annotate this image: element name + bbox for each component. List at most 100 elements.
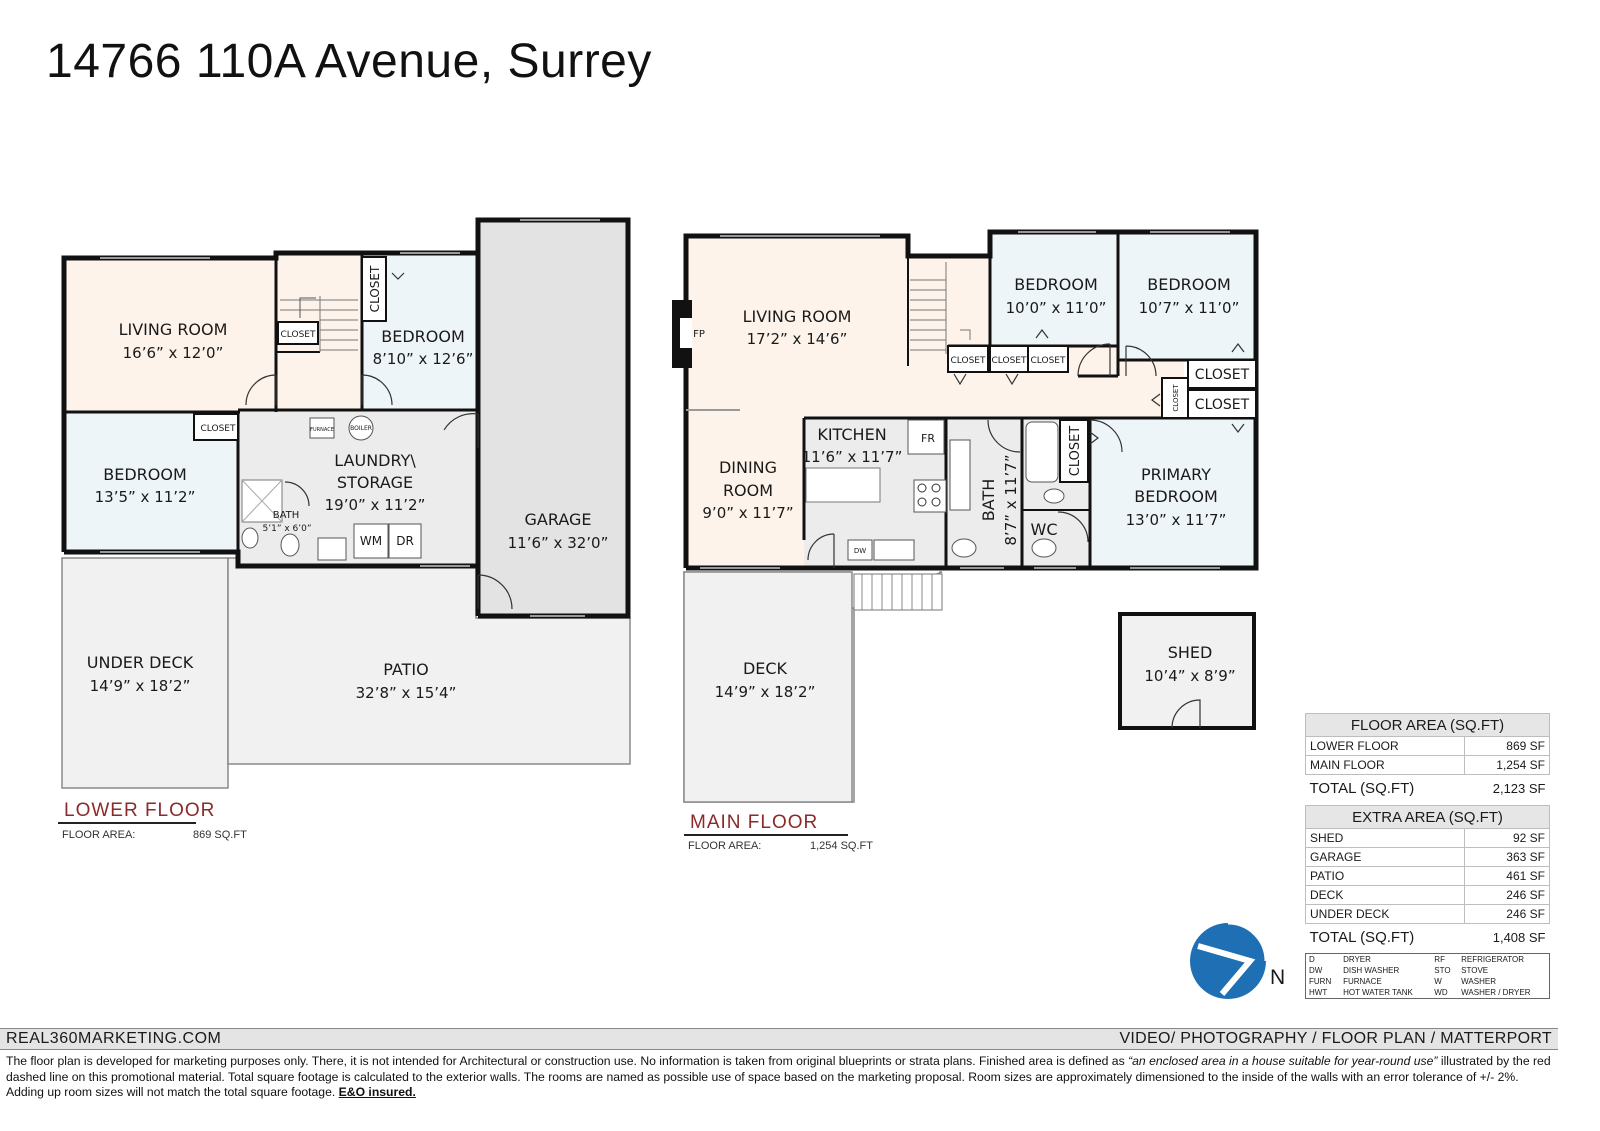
fireplace-inner	[680, 318, 692, 348]
under-deck-name: UNDER DECK	[87, 653, 194, 672]
main-floor-area-label: FLOOR AREA:	[688, 840, 762, 852]
under-deck-dims: 14’9” x 18’2”	[90, 677, 191, 695]
row-label: GARAGE	[1305, 847, 1465, 867]
lower-bath-dims: 5’1” x 6’0”	[263, 524, 312, 534]
lower-floor-plan	[61, 217, 631, 789]
deck-stairs	[853, 573, 943, 611]
lower-bedroom-a-name: BEDROOM	[381, 327, 465, 346]
lower-laundry-name-1: LAUNDRY\	[334, 451, 416, 470]
lower-floor-area-label: FLOOR AREA:	[62, 829, 136, 841]
shed-area	[1118, 612, 1256, 730]
main-living-fill	[686, 236, 908, 418]
main-closet-label: CLOSET	[951, 356, 986, 366]
furnace-icon	[309, 417, 335, 439]
shed-dims: 10’4” x 8’9”	[1144, 667, 1235, 685]
lower-living-room-name: LIVING ROOM	[119, 320, 228, 339]
legend-abbr: FURN	[1309, 977, 1332, 986]
footer-services: VIDEO/ PHOTOGRAPHY / FLOOR PLAN / MATTER…	[1119, 1030, 1552, 1047]
disclaimer-part-2: illustrated by the red dashed line on th…	[6, 1054, 1551, 1099]
legend-term: DRYER	[1343, 955, 1371, 964]
shower-line	[241, 479, 283, 523]
lower-floor-area: FLOOR AREA:869 SQ.FT	[62, 829, 247, 841]
main-floor-underline	[684, 834, 848, 836]
lower-laundry-dims: 19’0” x 11’2”	[325, 496, 426, 514]
dining-dims: 9’0” x 11’7”	[702, 504, 793, 522]
fridge-label: FR	[921, 432, 935, 445]
main-floor-label: MAIN FLOOR	[690, 812, 819, 833]
door-swings	[245, 272, 513, 610]
main-room-labels: LIVING ROOM 17’2” x 14’6” BEDROOM 10’0” …	[693, 275, 1250, 701]
row-value: 461 SF	[1463, 866, 1551, 886]
row-value: 869 SF	[1463, 736, 1551, 756]
legend-term: FURNACE	[1343, 977, 1382, 986]
main-floor-area-value: 1,254 SQ.FT	[810, 840, 873, 852]
lower-bedroom-a-dims: 8’10” x 12’6”	[373, 350, 474, 368]
dining-name-1: DINING	[719, 458, 777, 477]
lower-closet-label: CLOSET	[201, 424, 236, 434]
main-bedroom-b-name: BEDROOM	[1147, 275, 1231, 294]
burner	[931, 483, 941, 493]
bathtub-icon	[1025, 421, 1059, 483]
main-closet-label: CLOSET	[1172, 384, 1180, 412]
legend-abbr: HWT	[1309, 988, 1328, 997]
patio-name: PATIO	[383, 660, 428, 679]
legend-term: HOT WATER TANK	[1343, 988, 1413, 997]
lower-closet-box	[277, 321, 319, 345]
fireplace-label: FP	[693, 329, 705, 340]
legend-abbr: RF	[1434, 955, 1445, 964]
patio-dims: 32’8” x 15’4”	[356, 684, 457, 702]
row-label: DECK	[1305, 885, 1465, 905]
main-door-swings	[807, 329, 1245, 568]
row-value: 1,254 SF	[1463, 755, 1551, 775]
primary-name-1: PRIMARY	[1141, 465, 1211, 484]
row-label: LOWER FLOOR	[1305, 736, 1465, 756]
lower-closet-label: CLOSET	[368, 265, 382, 312]
main-floor-plan	[672, 229, 1259, 803]
laundry-sink-icon	[317, 537, 347, 561]
dryer-label: DR	[396, 534, 414, 548]
floor-area-header: FLOOR AREA (SQ.FT)	[1305, 713, 1550, 737]
legend-term: WASHER / DRYER	[1461, 988, 1531, 997]
disclaimer-insured: E&O insured.	[338, 1085, 416, 1099]
total-value: 1,408 SF	[1492, 930, 1546, 945]
burner	[931, 497, 941, 507]
main-primary-fill	[1090, 418, 1256, 568]
legend-term: DISH WASHER	[1343, 966, 1400, 975]
main-living-room-dims: 17’2” x 14’6”	[747, 330, 848, 348]
under-deck-area	[61, 557, 229, 789]
stove-icon	[913, 479, 947, 513]
wc-name: WC	[1031, 520, 1058, 539]
lower-living-room-dims: 16’6” x 12’0”	[123, 344, 224, 362]
lower-bath-name: BATH	[273, 510, 300, 521]
shed-name: SHED	[1168, 643, 1213, 662]
row-label: PATIO	[1305, 866, 1465, 886]
row-value: 246 SF	[1463, 904, 1551, 924]
main-closet-label: CLOSET	[1031, 356, 1066, 366]
main-dining-fill	[686, 418, 804, 568]
footer-website-link[interactable]: REAL360MARKETING.COM	[6, 1030, 222, 1047]
washer-icon	[353, 523, 389, 559]
row-value: 92 SF	[1463, 828, 1551, 848]
main-closets	[947, 345, 1257, 483]
shed-door	[1171, 699, 1201, 729]
lower-laundry-name-2: STORAGE	[337, 473, 413, 492]
main-bath-dims: 8’7” x 11’7”	[1002, 454, 1020, 545]
main-bath-name: BATH	[979, 479, 998, 521]
lower-bedroom-b-dims: 13’5” x 11’2”	[95, 488, 196, 506]
boiler-label: BOILER	[350, 425, 372, 432]
main-living-room-name: LIVING ROOM	[743, 307, 852, 326]
lower-closet-box	[193, 413, 239, 441]
furnace-label: FURNACE	[310, 427, 334, 433]
row-label: UNDER DECK	[1305, 904, 1465, 924]
